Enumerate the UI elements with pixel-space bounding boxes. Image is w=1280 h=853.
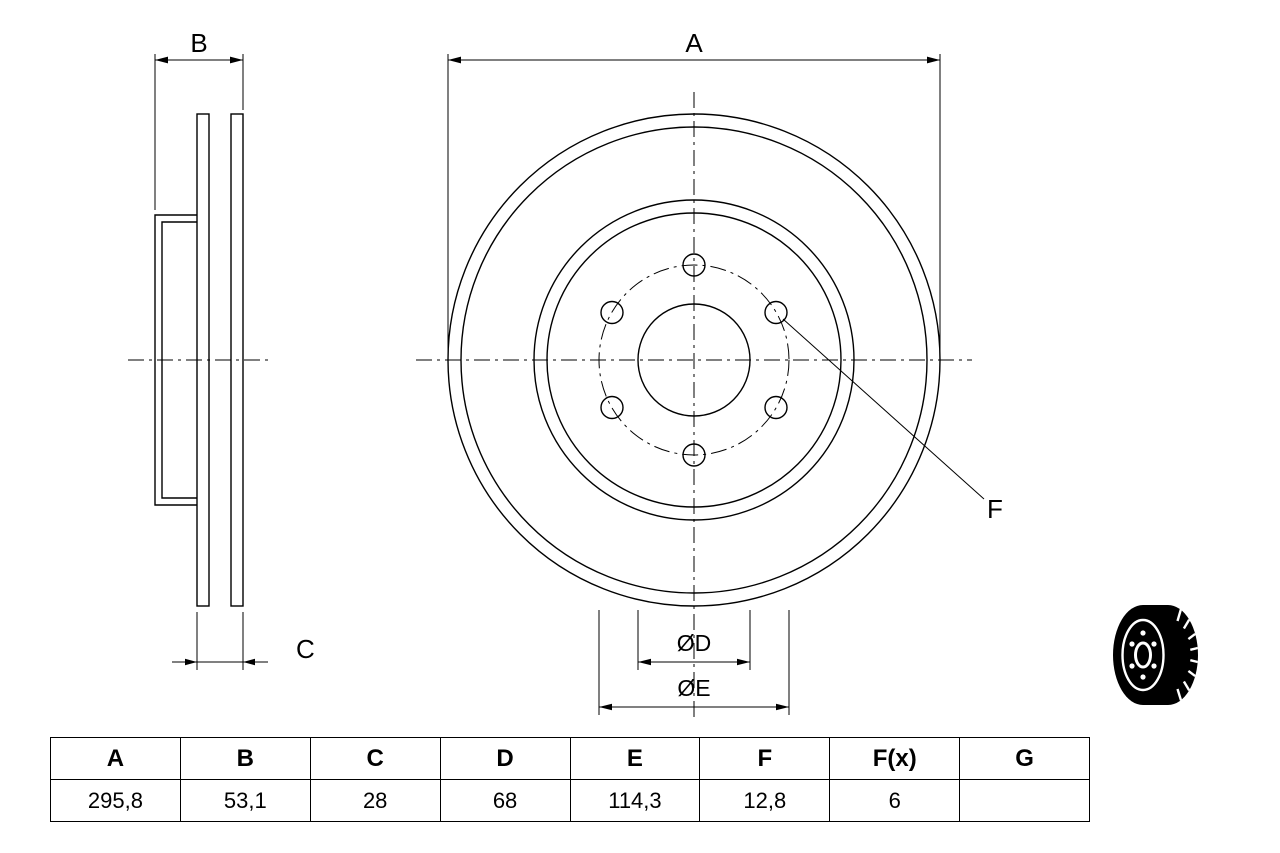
table-header-cell-fx: F(x) bbox=[829, 737, 961, 780]
table-header-cell-f: F bbox=[699, 737, 831, 780]
dimension-a-label: A bbox=[685, 28, 703, 58]
table-header-cell-e: E bbox=[569, 737, 701, 780]
dimension-table: A B C D E F F(x) G 295,8 53,1 28 68 114,… bbox=[50, 737, 1090, 822]
side-view-cross-section bbox=[128, 113, 272, 607]
table-header-cell-g: G bbox=[959, 737, 1090, 780]
table-header-row: A B C D E F F(x) G bbox=[50, 737, 1090, 780]
table-header-cell-c: C bbox=[309, 737, 441, 780]
brake-disc-3d-icon bbox=[1113, 605, 1198, 705]
bolt-hole bbox=[764, 300, 788, 325]
dimension-c: C bbox=[172, 612, 315, 670]
table-value-row: 295,8 53,1 28 68 114,3 12,8 6 bbox=[50, 779, 1090, 822]
table-value-cell-e: 114,3 bbox=[569, 779, 701, 822]
table-header-cell-a: A bbox=[50, 737, 181, 780]
front-view bbox=[416, 92, 972, 718]
dimension-b: B bbox=[154, 28, 244, 210]
leader-f: F bbox=[782, 318, 1003, 524]
bolt-hole bbox=[600, 300, 624, 325]
dimension-d-label: ØD bbox=[677, 630, 712, 656]
hat-ring bbox=[1121, 618, 1165, 692]
table-value-cell-g bbox=[959, 779, 1090, 822]
bolt-hole bbox=[764, 395, 788, 420]
table-value-cell-d: 68 bbox=[439, 779, 571, 822]
dimension-f-label: F bbox=[987, 494, 1003, 524]
dimension-b-label: B bbox=[190, 28, 207, 58]
table-header-cell-b: B bbox=[179, 737, 311, 780]
icon-center-bore bbox=[1134, 641, 1152, 669]
dimension-c-label: C bbox=[296, 634, 315, 664]
vent-slots bbox=[1176, 608, 1198, 701]
table-value-cell-f: 12,8 bbox=[699, 779, 831, 822]
table-value-cell-c: 28 bbox=[309, 779, 441, 822]
dimension-a: A bbox=[447, 28, 941, 356]
dimension-d: ØD bbox=[637, 610, 751, 670]
bolt-hole bbox=[600, 395, 624, 420]
hat-outer-profile bbox=[154, 214, 197, 506]
table-header-cell-d: D bbox=[439, 737, 571, 780]
dimension-e: ØE bbox=[598, 610, 790, 715]
table-value-cell-b: 53,1 bbox=[179, 779, 311, 822]
drawing-area: A B C ØD bbox=[128, 28, 1198, 718]
dimension-e-label: ØE bbox=[677, 675, 710, 701]
table-value-cell-fx: 6 bbox=[829, 779, 961, 822]
icon-bolt-holes bbox=[1129, 630, 1157, 680]
table-value-cell-a: 295,8 bbox=[50, 779, 181, 822]
